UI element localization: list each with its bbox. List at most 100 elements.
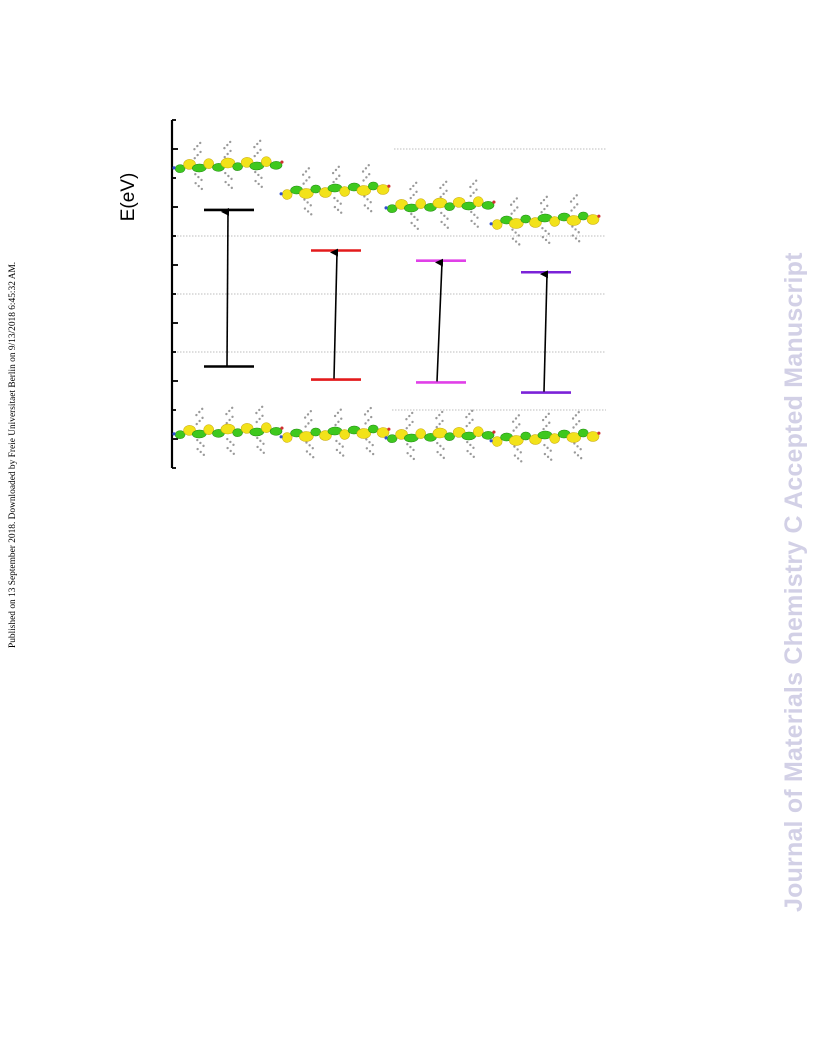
substituent-atom xyxy=(365,447,369,450)
substituent-atom xyxy=(202,444,205,448)
substituent-atom xyxy=(305,450,309,453)
substituent-atom xyxy=(201,407,204,411)
substituent-atom xyxy=(444,180,448,183)
substituent-atom xyxy=(361,170,365,173)
substituent-atom xyxy=(340,417,343,420)
substituent-atom xyxy=(469,443,472,447)
substituent-atom xyxy=(339,211,343,214)
substituent-atom xyxy=(259,148,262,152)
substituent-atom xyxy=(541,418,545,422)
substituent-atom xyxy=(304,425,307,428)
substituent-atom xyxy=(405,426,408,430)
substituent-atom xyxy=(579,447,582,451)
substituent-atom xyxy=(302,182,305,185)
substituent-atom xyxy=(228,409,231,413)
orbital-lobe xyxy=(339,429,350,440)
substituent-atom xyxy=(339,202,342,205)
orbital-lobe xyxy=(577,428,589,438)
substituent-atom xyxy=(257,182,260,186)
orbital-lobe xyxy=(310,184,321,194)
orbital-lobe xyxy=(432,427,448,439)
lumo-orbital-2 xyxy=(279,163,391,216)
substituent-atom xyxy=(442,447,445,451)
substituent-atom xyxy=(409,445,412,449)
substituent-atom xyxy=(518,423,521,426)
substituent-atom xyxy=(258,417,261,421)
substituent-atom xyxy=(310,419,313,422)
substituent-atom xyxy=(513,454,517,457)
substituent-atom xyxy=(256,445,259,449)
substituent-atom xyxy=(307,422,310,425)
substituent-atom xyxy=(201,416,204,420)
substituent-atom xyxy=(366,198,369,201)
substituent-atom xyxy=(546,204,549,208)
substituent-atom xyxy=(544,415,548,419)
substituent-atom xyxy=(512,200,516,203)
substituent-atom xyxy=(544,238,548,242)
heteroatom xyxy=(279,192,283,196)
substituent-atom xyxy=(511,420,515,423)
substituent-atom xyxy=(195,413,198,417)
orbital-lobe xyxy=(444,432,455,441)
substituent-atom xyxy=(572,197,576,200)
substituent-atom xyxy=(466,440,469,444)
orbital-lobe xyxy=(432,197,448,209)
substituent-atom xyxy=(545,195,548,199)
substituent-atom xyxy=(200,178,203,182)
substituent-atom xyxy=(549,449,552,452)
publication-note: Published on 13 September 2018. Download… xyxy=(8,261,18,648)
substituent-atom xyxy=(413,224,416,228)
substituent-atom xyxy=(578,419,581,423)
heteroatom xyxy=(384,436,388,440)
substituent-atom xyxy=(227,174,230,178)
substituent-atom xyxy=(333,414,337,418)
substituent-atom xyxy=(229,449,232,453)
substituent-atom xyxy=(575,194,578,197)
substituent-atom xyxy=(442,456,446,460)
substituent-atom xyxy=(413,215,416,219)
substituent-atom xyxy=(367,163,370,167)
substituent-atom xyxy=(545,424,548,428)
substituent-atom xyxy=(364,167,368,170)
homo-orbital-1 xyxy=(172,405,284,457)
orbital-lobe xyxy=(415,198,426,209)
substituent-atom xyxy=(262,442,265,445)
substituent-atom xyxy=(332,180,335,184)
substituent-atom xyxy=(415,181,418,185)
substituent-atom xyxy=(259,439,262,443)
orbital-lobe xyxy=(299,188,314,199)
orbital-lobe xyxy=(481,431,495,440)
substituent-atom xyxy=(469,452,472,456)
substituent-atom xyxy=(546,455,550,459)
substituent-atom xyxy=(303,198,306,201)
substituent-atom xyxy=(368,449,372,453)
substituent-atom xyxy=(518,243,521,246)
substituent-atom xyxy=(229,149,232,153)
substituent-atom xyxy=(202,453,206,457)
substituent-atom xyxy=(363,195,366,198)
orbital-images xyxy=(172,139,601,463)
substituent-atom xyxy=(516,448,519,451)
substituent-atom xyxy=(472,455,475,459)
substituent-atom xyxy=(200,187,204,191)
substituent-atom xyxy=(416,218,419,221)
orbital-lobe xyxy=(586,214,600,225)
orbital-lobe xyxy=(549,216,560,227)
substituent-atom xyxy=(336,208,340,212)
orbital-lobe xyxy=(232,162,243,171)
substituent-atom xyxy=(226,143,229,147)
substituent-atom xyxy=(446,217,449,220)
orbital-lobe xyxy=(220,157,236,169)
orbital-lobe xyxy=(203,158,214,169)
energy-levels xyxy=(204,207,571,394)
substituent-atom xyxy=(574,414,578,417)
substituent-atom xyxy=(362,179,365,182)
substituent-atom xyxy=(410,221,413,225)
heteroatom xyxy=(489,222,493,226)
substituent-atom xyxy=(258,408,261,412)
substituent-atom xyxy=(224,180,227,184)
substituent-atom xyxy=(543,443,546,447)
heteroatom xyxy=(597,431,601,435)
substituent-atom xyxy=(465,415,468,419)
substituent-atom xyxy=(439,453,442,457)
